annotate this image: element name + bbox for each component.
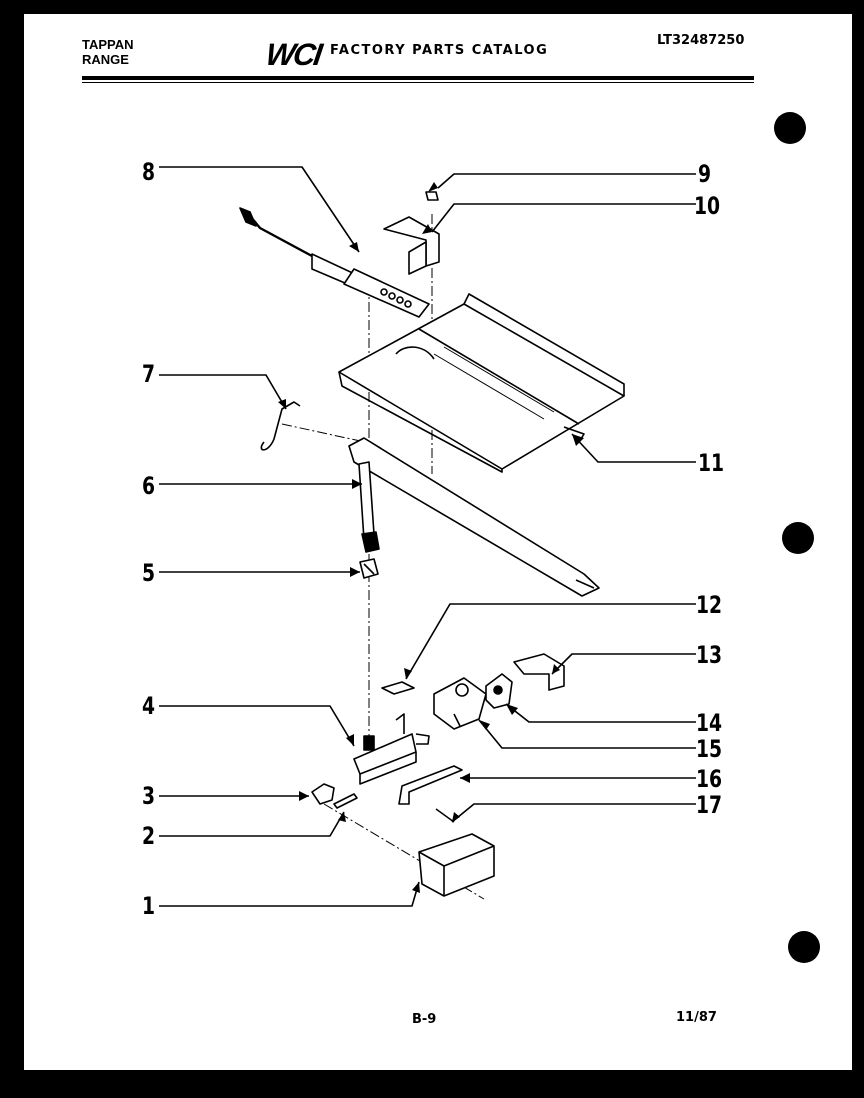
callout-14: 14 [696, 709, 723, 737]
leader-4 [159, 705, 355, 747]
part-15-regulator [433, 677, 487, 730]
leader-8 [159, 166, 360, 253]
part-10-bracket [383, 216, 440, 275]
catalog-page: TAPPAN RANGE WCI FACTORY PARTS CATALOG L… [24, 14, 852, 1070]
callout-2: 2 [142, 822, 156, 850]
brand-line-1: TAPPAN [82, 37, 134, 52]
leader-13 [551, 653, 696, 675]
leader-7 [159, 374, 287, 410]
leader-lines [159, 166, 696, 907]
leader-11 [571, 433, 696, 463]
part-9-screw [425, 191, 439, 201]
leader-17 [451, 803, 696, 823]
catalog-title: FACTORY PARTS CATALOG [330, 43, 549, 58]
callout-12: 12 [696, 591, 723, 619]
callout-7: 7 [142, 360, 156, 388]
part-16-bracket [398, 765, 463, 805]
leader-arrowheads [278, 182, 584, 893]
callout-13: 13 [696, 641, 723, 669]
part-4-valve [353, 713, 430, 785]
callout-9: 9 [698, 160, 712, 188]
part-7-clip [260, 401, 301, 451]
part-1-cover [418, 833, 495, 897]
callout-16: 16 [696, 765, 723, 793]
part-2-pin [333, 793, 358, 809]
binder-hole-top [774, 112, 806, 144]
part-5-orifice [359, 558, 379, 579]
leader-14 [505, 703, 696, 723]
binder-hole-bottom [788, 931, 820, 963]
callout-1: 1 [142, 892, 156, 920]
part-8-igniter [239, 207, 430, 318]
part-14-fitting [485, 673, 513, 709]
callout-8: 8 [142, 158, 156, 186]
page-code: B-9 [412, 1012, 437, 1027]
callout-6: 6 [142, 472, 156, 500]
callout-11: 11 [698, 449, 725, 477]
part-6-burner-tube [348, 437, 600, 597]
callout-4: 4 [142, 692, 156, 720]
callout-15: 15 [696, 735, 723, 763]
leader-10 [431, 203, 696, 233]
leader-2 [159, 811, 345, 837]
part-12-gasket [381, 681, 415, 695]
part-11-baffle [338, 293, 625, 473]
part-17-screw [435, 808, 455, 823]
header-rule-thin [82, 82, 754, 83]
header-rule-thick [82, 76, 754, 80]
part-3-clip [311, 783, 335, 805]
callout-10: 10 [694, 192, 721, 220]
leader-12 [405, 603, 696, 680]
brand-line-2: RANGE [82, 52, 129, 67]
model-number: LT32487250 [657, 33, 745, 48]
binder-hole-middle [782, 522, 814, 554]
callout-17: 17 [696, 791, 723, 819]
leader-15 [478, 719, 696, 749]
callout-3: 3 [142, 782, 156, 810]
part-13-bracket [513, 653, 565, 691]
catalog-date: 11/87 [676, 1010, 717, 1025]
callout-5: 5 [142, 559, 156, 587]
leader-1 [159, 881, 420, 907]
exploded-parts-diagram [159, 166, 696, 907]
leader-9 [437, 173, 696, 189]
